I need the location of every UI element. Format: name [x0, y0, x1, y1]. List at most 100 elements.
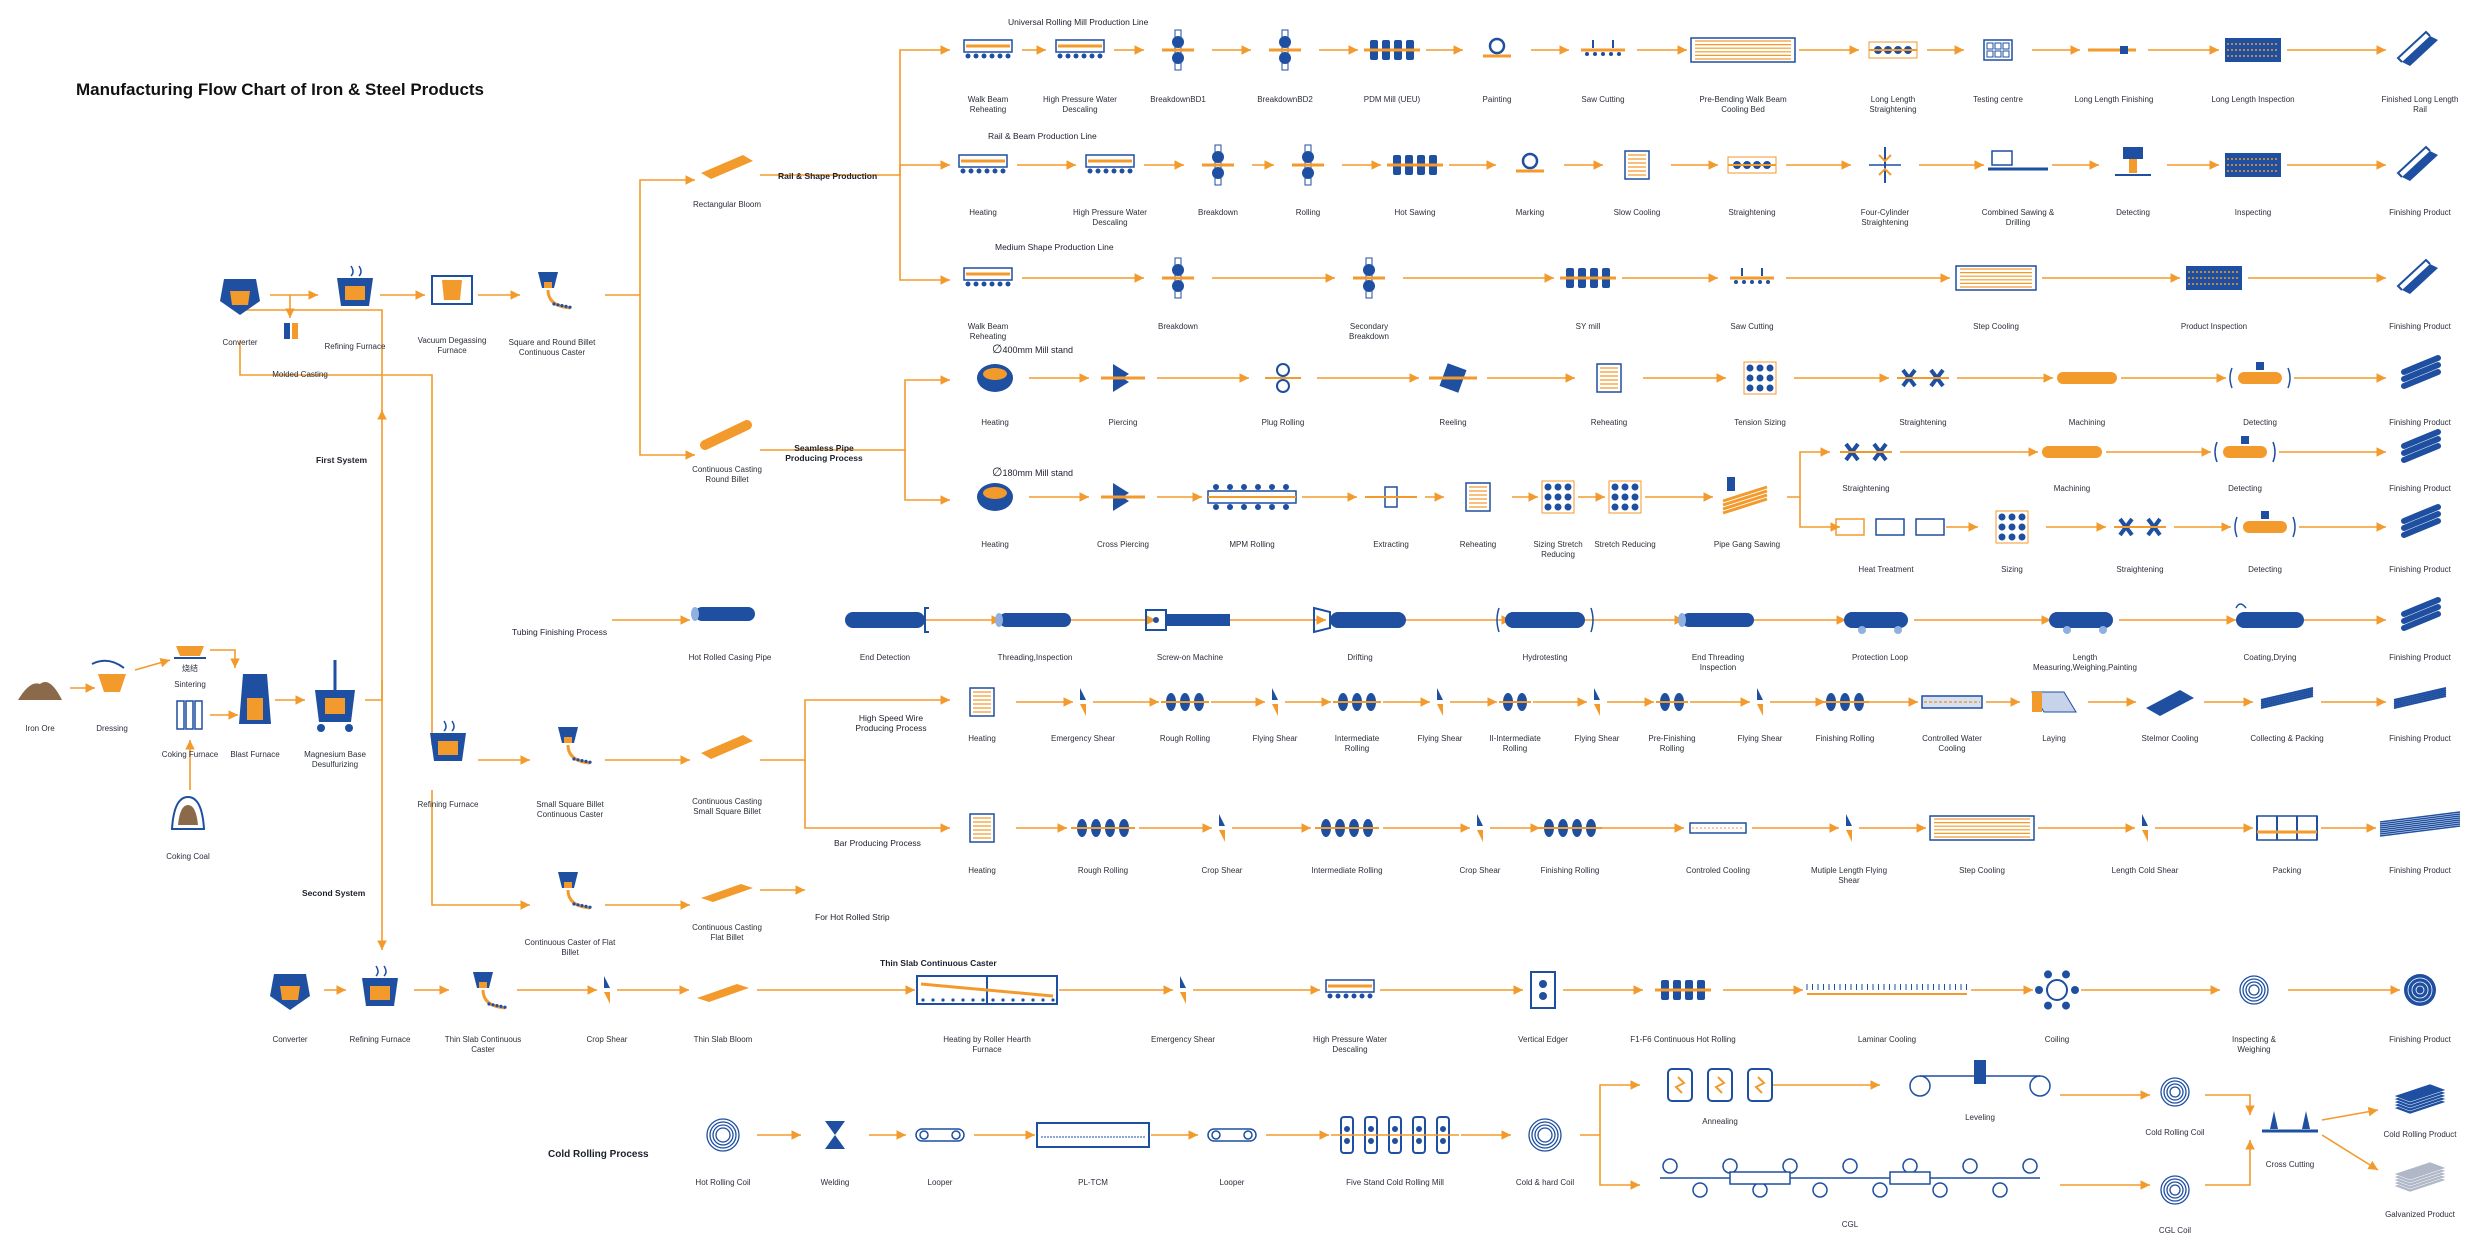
- end-detection-icon: [845, 607, 929, 633]
- refining-ladle-icon: [362, 965, 398, 1006]
- step-label: Emergency Shear: [1050, 734, 1116, 743]
- cross-straightener-icon: [1840, 442, 1892, 462]
- step-label: Continuous Caster of Flat Billet: [524, 938, 616, 957]
- flow-arrow: [2321, 1106, 2379, 1121]
- measuring-icon: [1844, 612, 1908, 634]
- desulfurizing-icon: [315, 660, 355, 732]
- step-label: Finishing Product: [2389, 484, 2451, 493]
- hydrotesting-icon: [1496, 607, 1594, 633]
- step-label: Square and Round Billet Continuous Caste…: [508, 338, 596, 357]
- step-label: Detecting: [2116, 208, 2150, 217]
- looper-icon: [1207, 1128, 1257, 1142]
- step-label: Heating: [968, 866, 996, 875]
- roller-hearth-furnace-icon: [916, 975, 1058, 1005]
- shear-icon: [1080, 688, 1086, 716]
- step-label: Reheating: [1590, 418, 1628, 427]
- sizing-mill-icon: [1541, 480, 1575, 514]
- step-label: Intermediate Rolling: [1334, 734, 1380, 753]
- dressing-icon: [91, 659, 126, 692]
- step-label: MPM Rolling: [1229, 540, 1275, 549]
- screw-on-machine-icon: [1145, 609, 1230, 631]
- step-label: Four-Cylinder Straightening: [1860, 208, 1910, 227]
- continuous-caster-icon: [538, 272, 572, 310]
- saw-icon: [1581, 40, 1625, 56]
- vertical-edger-icon: [1530, 971, 1556, 1009]
- pipe-bundle-icon: [2401, 429, 2441, 463]
- section-first-system: First System: [316, 455, 368, 465]
- rotary-furnace-icon: [977, 483, 1013, 511]
- rotary-furnace-icon: [977, 364, 1013, 392]
- step-label: Hydrotesting: [1522, 653, 1568, 662]
- step-label: Crop Shear: [1459, 866, 1501, 875]
- multi-stand-icon: [1655, 980, 1711, 1000]
- step-label: Reheating: [1459, 540, 1497, 549]
- wire-bundle-icon: [2393, 687, 2447, 709]
- sinter-mark: 烧结: [182, 664, 198, 673]
- flow-connector: [760, 375, 950, 451]
- sizing-mill-icon: [1743, 361, 1777, 395]
- inspection-rack-icon: [2225, 38, 2281, 62]
- refining-ladle-icon: [337, 265, 373, 306]
- converter-icon: [220, 279, 260, 315]
- step-label: Refining Furnace: [349, 1035, 411, 1044]
- step-label: Finishing Product: [2389, 734, 2451, 743]
- step-label: Heating by Roller Hearth Furnace: [943, 1035, 1031, 1054]
- detector-icon: [2229, 362, 2291, 389]
- billet-icon: [701, 155, 753, 179]
- shear-icon: [1757, 688, 1763, 716]
- mill-stand-icon: [1162, 257, 1194, 299]
- multi-stand-icon: [1560, 268, 1616, 288]
- step-label: Tension Sizing: [1734, 418, 1786, 427]
- straightener-icon: [1727, 156, 1777, 174]
- step-label: Finishing Rolling: [1815, 734, 1875, 743]
- testing-grid-icon: [1983, 39, 2013, 61]
- step-label: Rectangular Bloom: [692, 200, 762, 209]
- step-label: Heating: [968, 734, 996, 743]
- flow-connector: [431, 790, 530, 910]
- cooling-bed-icon: [1690, 37, 1796, 63]
- flow-connector: [1599, 1135, 1640, 1190]
- rolling-stands-icon: [1315, 819, 1379, 837]
- section-high-speed: High Speed Wire Producing Process: [855, 713, 927, 733]
- step-label: Finished Long Length Rail: [2381, 95, 2459, 114]
- equipment-icons: [18, 29, 2461, 1205]
- section-mill400: ∅400mm Mill stand: [992, 342, 1073, 356]
- sheet-stack-icon: [2393, 1083, 2447, 1115]
- step-label: Vacuum Degassing Furnace: [417, 336, 487, 355]
- step-label: End Detection: [859, 653, 911, 662]
- step-label: PL-TCM: [1078, 1178, 1108, 1187]
- drifting-icon: [1313, 606, 1406, 634]
- step-label: Combined Sawing & Drilling: [1981, 208, 2055, 227]
- step-label: Straightening: [2116, 565, 2164, 574]
- cross-straightener-icon: [1897, 368, 1949, 388]
- step-label: F1-F6 Continuous Hot Rolling: [1630, 1035, 1736, 1044]
- rebar-bundle-icon: [2379, 811, 2461, 837]
- packing-frame-icon: [2256, 815, 2318, 841]
- flow-connector: [760, 45, 950, 176]
- roller-table-icon: [963, 267, 1013, 287]
- step-label: Converter: [272, 1035, 308, 1044]
- pipe-icon: [691, 607, 755, 621]
- blast-furnace-icon: [239, 674, 271, 724]
- step-label: Straightening: [1899, 418, 1947, 427]
- step-label: Crop Shear: [1201, 866, 1243, 875]
- step-label: Intermediate Rolling: [1311, 866, 1383, 875]
- cooling-bed-icon: [1955, 265, 2037, 291]
- roller-table-icon: [1055, 39, 1105, 59]
- rolling-stands-icon: [1656, 693, 1688, 711]
- step-label: Coiling: [2044, 1035, 2070, 1044]
- mill-stand-icon: [1162, 29, 1194, 71]
- step-label: Laminar Cooling: [1857, 1035, 1917, 1044]
- step-label: Finishing Product: [2389, 322, 2451, 331]
- step-label: Mutiple Length Flying Shear: [1810, 866, 1888, 885]
- step-label: Heating: [981, 418, 1009, 427]
- step-label: Marking: [1515, 208, 1545, 217]
- flow-connector: [210, 649, 240, 668]
- i-beam-icon: [2396, 30, 2438, 66]
- round-billet-icon: [700, 420, 752, 450]
- flat-billet-icon: [701, 884, 753, 902]
- section-second-system: Second System: [302, 888, 366, 898]
- flow-connector: [239, 340, 433, 745]
- laminar-cooling-icon: [1806, 984, 1967, 995]
